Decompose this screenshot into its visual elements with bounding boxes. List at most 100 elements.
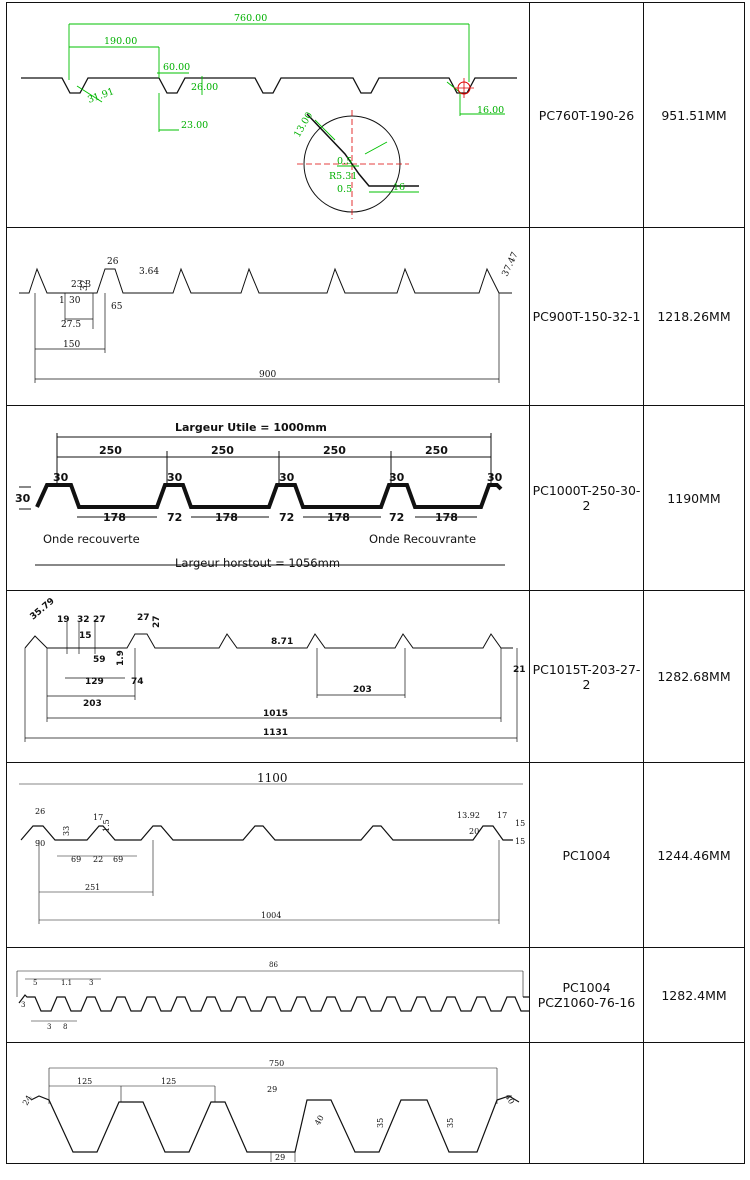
- dim-label: 750: [269, 1059, 284, 1068]
- dim-label: Largeur Utile = 1000mm: [175, 421, 327, 434]
- dim-label: 59: [93, 655, 106, 665]
- dim-label: 30: [53, 471, 69, 484]
- dim-label: 30: [167, 471, 183, 484]
- profile-code: PC1004 PCZ1060-76-16: [529, 947, 644, 1043]
- dim-label: 33: [62, 825, 71, 835]
- dim-label: 760.00: [234, 13, 267, 24]
- dim-label: 1.5: [102, 819, 111, 832]
- dim-label: 16.00: [477, 105, 504, 116]
- dim-label: 1004: [261, 911, 281, 920]
- profile-code-line: PC1004: [562, 980, 611, 995]
- dim-label: 3: [89, 979, 93, 987]
- dim-label: 72: [167, 511, 182, 524]
- dim-label: 1015: [263, 709, 288, 719]
- dim-label: 178: [215, 511, 238, 524]
- dim-label: 29: [267, 1085, 277, 1094]
- dim-label: 65: [111, 302, 123, 312]
- dim-label: 0.5: [337, 184, 352, 195]
- dim-label: 72: [279, 511, 294, 524]
- dim-label: 250: [99, 444, 122, 457]
- profile-code: PC1015T-203-27-2: [529, 590, 644, 763]
- dim-label: 150: [63, 340, 80, 350]
- dim-label: 23.00: [181, 120, 208, 131]
- dim-label: 26.00: [191, 82, 218, 93]
- dim-label: 30: [487, 471, 503, 484]
- dim-label: 250: [323, 444, 346, 457]
- profile-code: PC1004: [529, 762, 644, 948]
- profile-drawing-pc760t: 760.00 190.00 60.00 26.00 31.91 23.00 16…: [21, 13, 517, 219]
- dim-label: 30: [279, 471, 295, 484]
- dim-label: 21: [513, 665, 526, 675]
- dim-label: Onde recouverte: [43, 532, 140, 546]
- profile-length: 1282.68MM: [643, 590, 745, 763]
- table-row: 760.00 190.00 60.00 26.00 31.91 23.00 16…: [6, 2, 745, 228]
- dim-label: 26: [107, 257, 119, 267]
- dim-label: 35.79: [29, 596, 57, 622]
- profile-table: 760.00 190.00 60.00 26.00 31.91 23.00 16…: [6, 2, 745, 1164]
- dim-label: 8: [63, 1023, 67, 1031]
- dim-label: 190.00: [104, 36, 137, 47]
- dim-label: 32: [80, 279, 90, 290]
- dim-label: 69: [113, 855, 123, 864]
- table-row: 35.79 19 32 27 27 27 15 59 1.9 129 74 8.…: [6, 590, 745, 763]
- dim-label: 72: [389, 511, 404, 524]
- dim-label: Largeur horstout = 1056mm: [175, 556, 340, 570]
- dim-label: 30: [69, 296, 81, 306]
- profile-code: [529, 1042, 644, 1164]
- profile-drawing-profile7: 750 125 125 24 29 29 40 35 35 40: [21, 1059, 520, 1162]
- table-row: 26 3.64 23.3 32 1 30 65 27.5 150 900 37.…: [6, 227, 745, 406]
- profile-length: 951.51MM: [643, 2, 745, 228]
- dim-label: 125: [77, 1077, 92, 1086]
- dim-label: 16: [393, 182, 405, 193]
- profile-length: 1244.46MM: [643, 762, 745, 948]
- dim-label: 203: [353, 685, 372, 695]
- profile-length: 1218.26MM: [643, 227, 745, 406]
- dim-label: 1.9: [116, 650, 126, 666]
- dim-label: 3: [47, 1023, 51, 1031]
- profile-drawing-pc1004: 1100 26 90 33 17 1.5 69 22 69 251 1004 1…: [19, 771, 525, 924]
- dim-label: 17: [93, 813, 103, 822]
- profile-length: [643, 1042, 745, 1164]
- dim-label: 40: [503, 1092, 516, 1105]
- dim-label: 13.00: [292, 110, 315, 139]
- dim-label: 129: [85, 677, 104, 687]
- dim-label: 23.3: [71, 280, 91, 290]
- dim-label: 24: [21, 1093, 34, 1106]
- dim-label: 15: [79, 631, 92, 641]
- dim-label: 251: [85, 883, 100, 892]
- dim-label: 27: [152, 615, 162, 628]
- profile-code: PC900T-150-32-1: [529, 227, 644, 406]
- dim-label: 74: [131, 677, 144, 687]
- dim-label: 1.1: [61, 979, 72, 987]
- dim-label: 30: [389, 471, 405, 484]
- dim-label: 8.71: [271, 637, 293, 647]
- dim-label: 69: [71, 855, 81, 864]
- profile-drawing: 1100 26 90 33 17 1.5 69 22 69 251 1004 1…: [6, 762, 530, 948]
- dim-label: 125: [161, 1077, 176, 1086]
- table-row: 86 5 1.1 3 3 3 8 PC1004 PCZ1060-76-16 12…: [6, 947, 745, 1043]
- dim-label: 15: [515, 819, 525, 828]
- dim-label: 26: [35, 807, 45, 816]
- dim-label: 178: [103, 511, 126, 524]
- dim-label: 0.5: [337, 156, 352, 167]
- dim-label: 178: [435, 511, 458, 524]
- dim-label: 37.47: [501, 250, 521, 278]
- profile-length: 1282.4MM: [643, 947, 745, 1043]
- dim-label: 27: [137, 613, 150, 623]
- dim-label: 22: [93, 855, 103, 864]
- dim-label: 90: [35, 839, 45, 848]
- dim-label: 1: [59, 296, 65, 306]
- profile-length: 1190MM: [643, 405, 745, 591]
- dim-label: R5.31: [329, 171, 357, 182]
- profile-drawing: 760.00 190.00 60.00 26.00 31.91 23.00 16…: [6, 2, 530, 228]
- profile-drawing: 35.79 19 32 27 27 27 15 59 1.9 129 74 8.…: [6, 590, 530, 763]
- dim-label: 15: [515, 837, 525, 846]
- dim-label: 250: [425, 444, 448, 457]
- dim-label: 35: [376, 1117, 385, 1127]
- dim-label: 35: [446, 1117, 455, 1127]
- table-row: 1100 26 90 33 17 1.5 69 22 69 251 1004 1…: [6, 762, 745, 948]
- dim-label: 17: [497, 811, 507, 820]
- dim-label: 1131: [263, 728, 288, 738]
- dim-label: 19: [57, 615, 70, 625]
- dim-label: 29: [275, 1153, 285, 1162]
